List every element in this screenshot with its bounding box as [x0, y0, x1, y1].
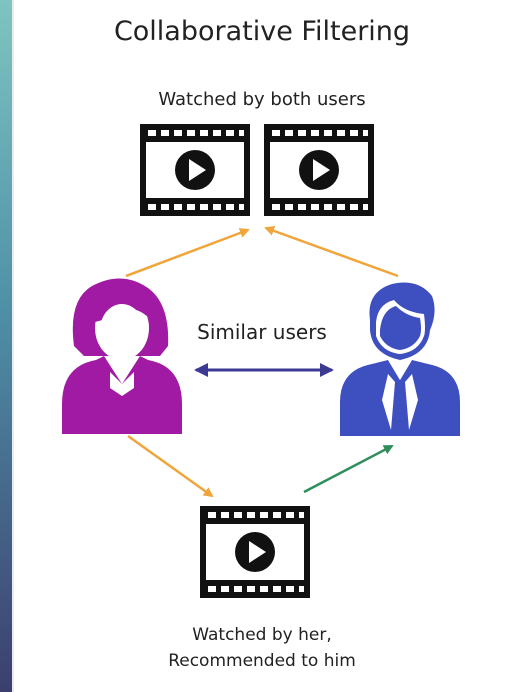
diagram-title: Collaborative Filtering — [113, 16, 411, 47]
arrow-woman-to-movie — [127, 434, 214, 498]
arrow-woman-to-shared — [125, 228, 250, 278]
bottom-caption: Watched by her, Recommended to him — [12, 622, 512, 674]
panel-edge — [12, 0, 14, 692]
top-caption: Watched by both users — [158, 89, 366, 110]
film-strip-play-icon — [140, 124, 250, 216]
film-strip-play-icon — [264, 124, 374, 216]
bottom-caption-line1: Watched by her, — [192, 625, 332, 645]
man-user-icon — [340, 282, 460, 436]
similar-users-caption: Similar users — [197, 320, 327, 344]
arrow-recommend-to-man — [303, 444, 394, 494]
woman-user-icon — [62, 278, 182, 434]
arrow-man-to-shared — [264, 226, 399, 278]
bottom-caption-line2: Recommended to him — [168, 651, 356, 671]
film-strip-play-icon — [200, 506, 310, 598]
